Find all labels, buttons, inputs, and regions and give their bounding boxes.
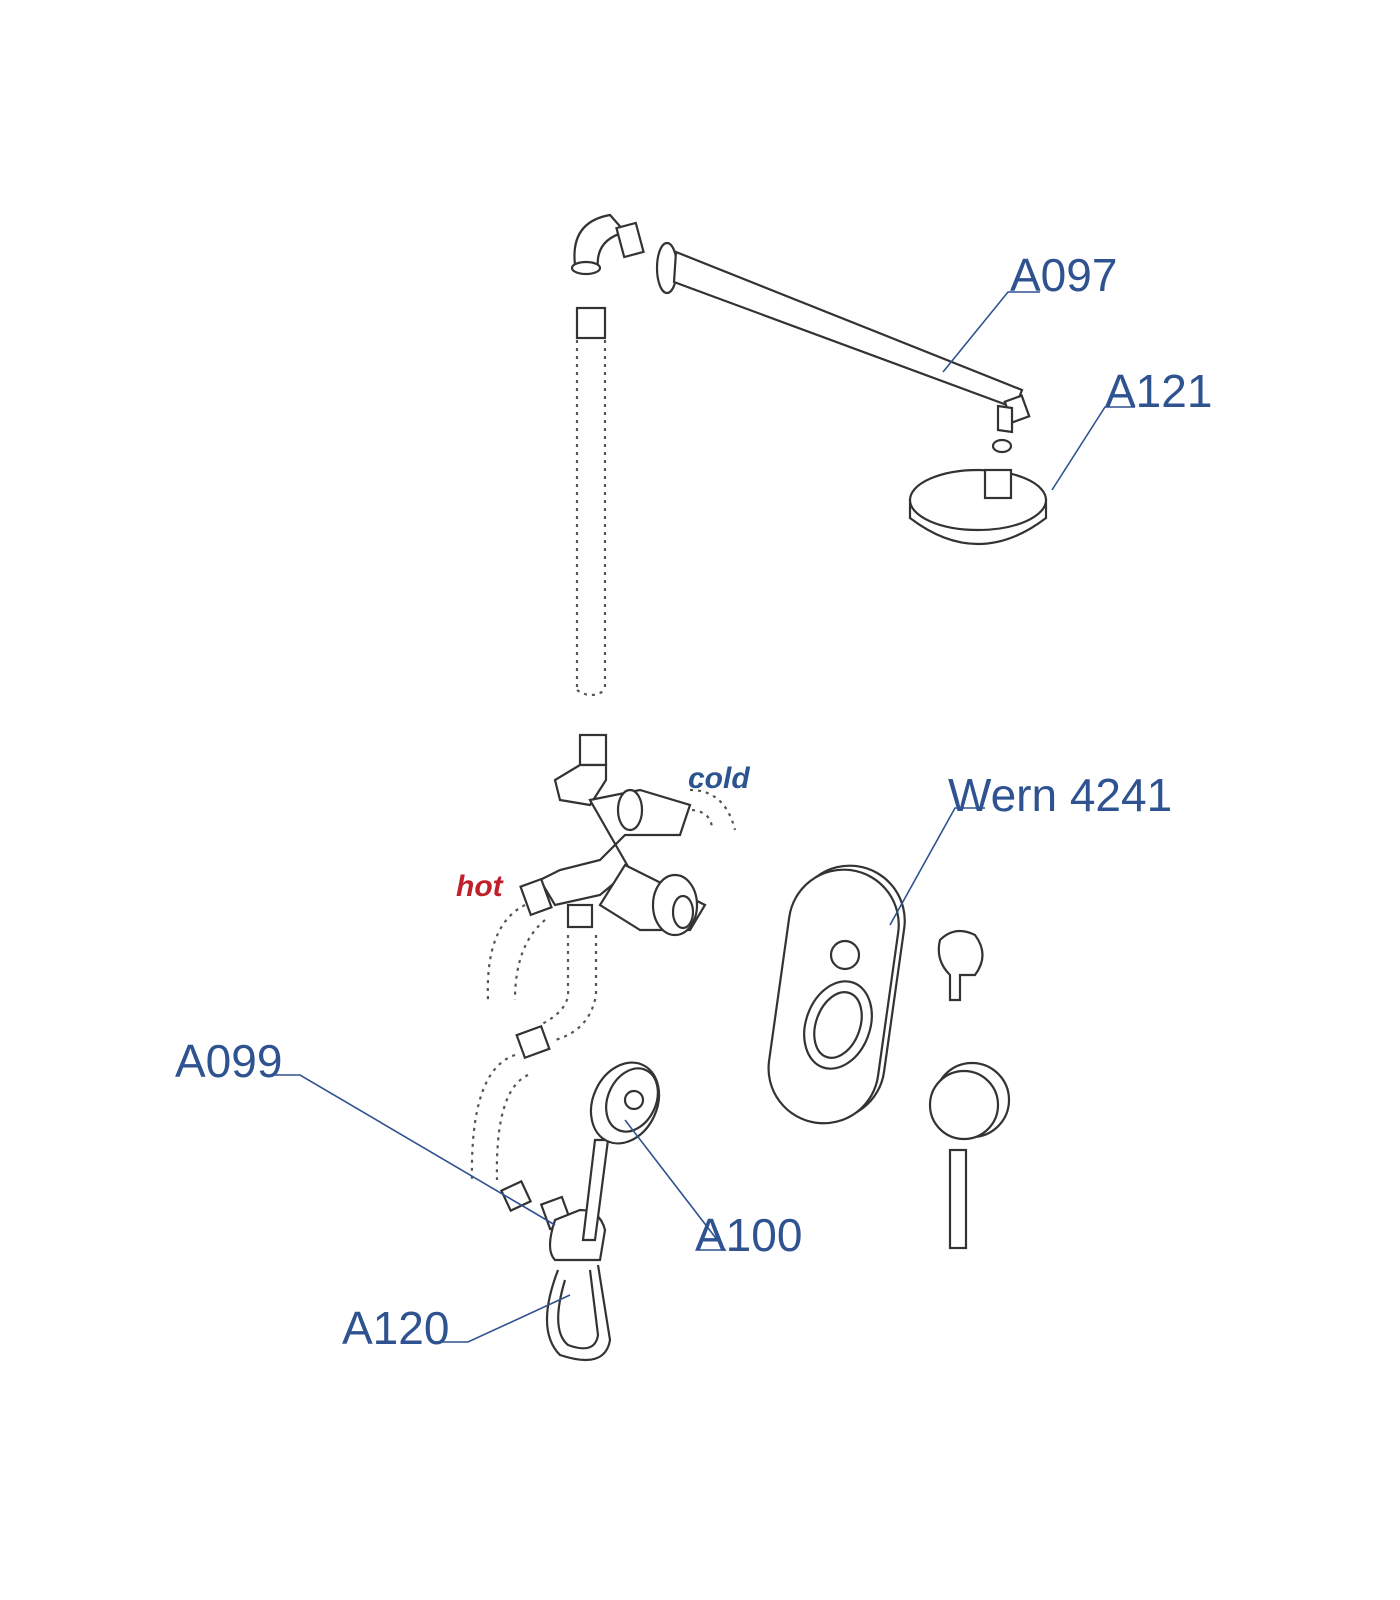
- hot-inlet-label: hot: [456, 870, 503, 903]
- label-a100: A100: [695, 1209, 803, 1261]
- hand-shower-set: [539, 1061, 661, 1362]
- label-a099: A099: [175, 1035, 283, 1087]
- label-a121: A121: [1105, 365, 1213, 417]
- mixer-body: [519, 733, 737, 937]
- label-wern-4241: Wern 4241: [948, 769, 1173, 821]
- shower-arm: [655, 241, 1031, 434]
- trim-plate: [767, 864, 906, 1125]
- elbow-connector: [570, 213, 645, 276]
- shower-head: [908, 438, 1048, 545]
- cold-inlet-label: cold: [688, 762, 750, 795]
- label-a120: A120: [342, 1302, 450, 1354]
- leader-lines: [270, 291, 1135, 1343]
- supply-hoses: [470, 904, 598, 1213]
- handles: [928, 929, 1011, 1250]
- riser-pipe: [575, 306, 607, 697]
- label-a097: A097: [1010, 249, 1118, 301]
